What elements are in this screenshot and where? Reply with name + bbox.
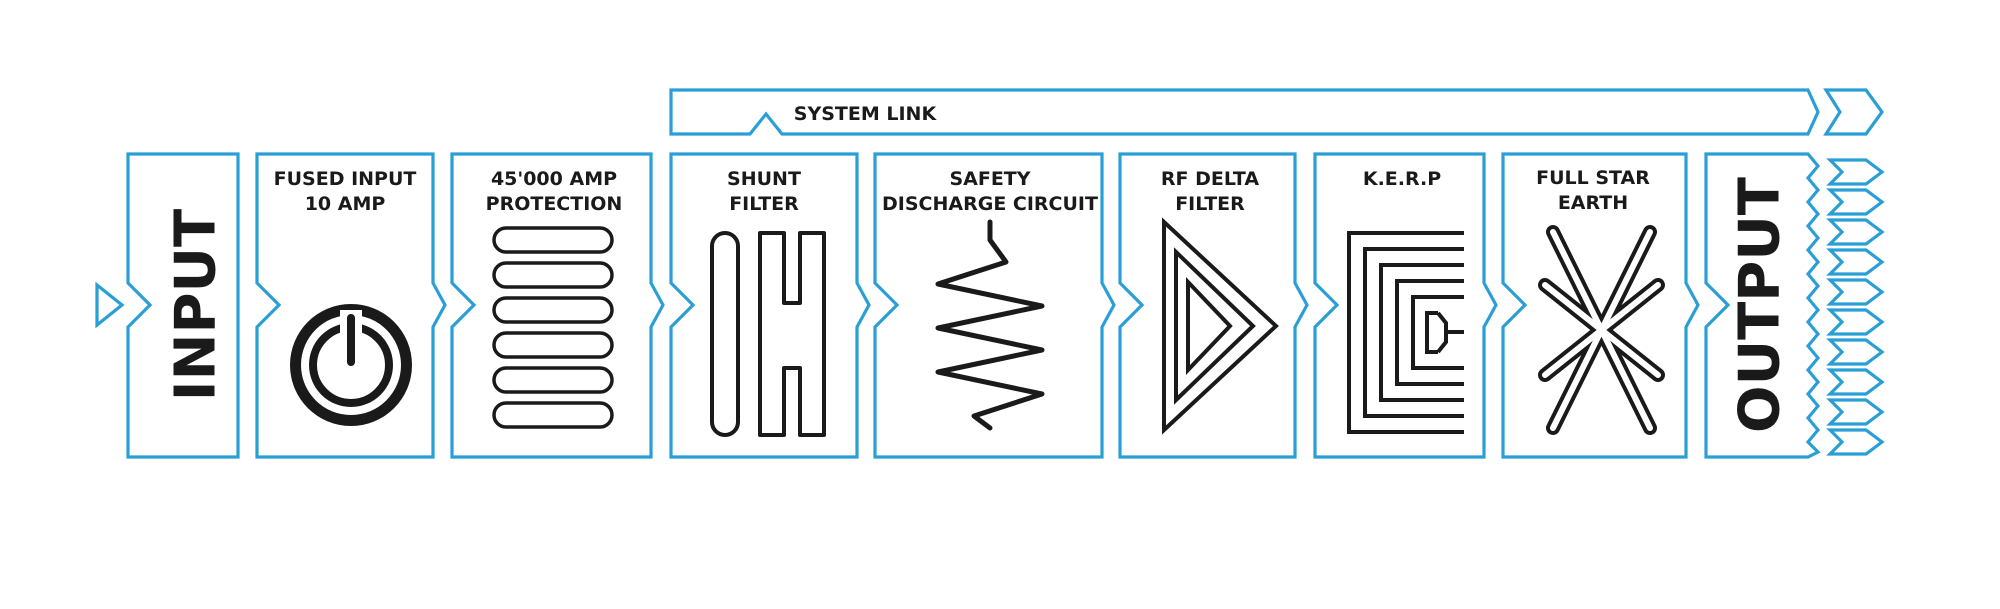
stage-title-line1: 45'000 AMP <box>491 168 617 190</box>
stage-title-line2: PROTECTION <box>486 193 623 215</box>
stage-frame <box>1501 152 1700 459</box>
stage-amp-protection: 45'000 AMP PROTECTION <box>450 152 665 459</box>
output-chevron-icon <box>1826 248 1885 276</box>
input-block-frame <box>126 152 240 459</box>
output-chevron-icon <box>1826 428 1885 456</box>
output-chevron-icon <box>1826 218 1885 246</box>
stage-rf-delta: RF DELTA FILTER <box>1118 152 1309 459</box>
stage-frame <box>1118 152 1309 459</box>
system-link-arrow-icon <box>1823 88 1884 136</box>
output-chevron-icon <box>1826 338 1885 366</box>
power-icon <box>290 304 412 426</box>
stage-title-line1: K.E.R.P <box>1363 168 1441 190</box>
stage-frame <box>450 152 665 459</box>
stage-title-line2: 10 AMP <box>305 193 386 215</box>
stage-safety-discharge: SAFETY DISCHARGE CIRCUIT <box>873 152 1116 459</box>
input-label: INPUT <box>164 209 229 401</box>
input-block: INPUT <box>126 152 240 459</box>
nested-triangle-icon <box>1162 217 1279 435</box>
output-chevron-icon <box>1826 158 1885 186</box>
stacked-bars-icon <box>492 226 614 429</box>
star-earth-icon <box>1538 225 1665 435</box>
output-chevron-icon <box>1826 398 1885 426</box>
output-chevron-icon <box>1826 188 1885 216</box>
stage-frame <box>669 152 871 459</box>
shunt-filter-icon <box>710 231 826 437</box>
system-link-label: SYSTEM LINK <box>794 103 938 125</box>
stage-title-line1: SHUNT <box>727 168 801 190</box>
stage-title-line2: EARTH <box>1558 192 1628 214</box>
stage-kerp: K.E.R.P <box>1313 152 1498 459</box>
system-link-banner: SYSTEM LINK <box>669 88 1884 136</box>
system-link-frame <box>669 88 1820 136</box>
input-start-arrow-icon <box>95 281 125 329</box>
stage-title-line2: DISCHARGE CIRCUIT <box>882 193 1098 215</box>
output-chevrons <box>1826 158 1885 456</box>
output-chevron-icon <box>1826 278 1885 306</box>
stage-title-line2: FILTER <box>1175 193 1245 215</box>
stage-title-line1: RF DELTA <box>1161 168 1259 190</box>
stage-title-line1: FUSED INPUT <box>274 168 417 190</box>
stage-title-line1: SAFETY <box>949 168 1030 190</box>
output-chevron-icon <box>1826 308 1885 336</box>
nested-brackets-icon <box>1347 231 1464 434</box>
stage-full-star-earth: FULL STAR EARTH <box>1501 152 1700 459</box>
output-label: OUTPUT <box>1728 177 1793 433</box>
stage-title-line1: FULL STAR <box>1536 167 1650 189</box>
stage-fused-input: FUSED INPUT 10 AMP <box>255 152 447 459</box>
stage-frame <box>1313 152 1498 459</box>
zigzag-coil-icon <box>935 219 1045 431</box>
stage-shunt-filter: SHUNT FILTER <box>669 152 871 459</box>
output-chevron-icon <box>1826 368 1885 396</box>
output-block-frame <box>1704 152 1821 459</box>
stage-title-line2: FILTER <box>729 193 799 215</box>
output-block: OUTPUT <box>1704 152 1821 459</box>
stage-frame <box>873 152 1116 459</box>
stage-frame <box>255 152 447 459</box>
